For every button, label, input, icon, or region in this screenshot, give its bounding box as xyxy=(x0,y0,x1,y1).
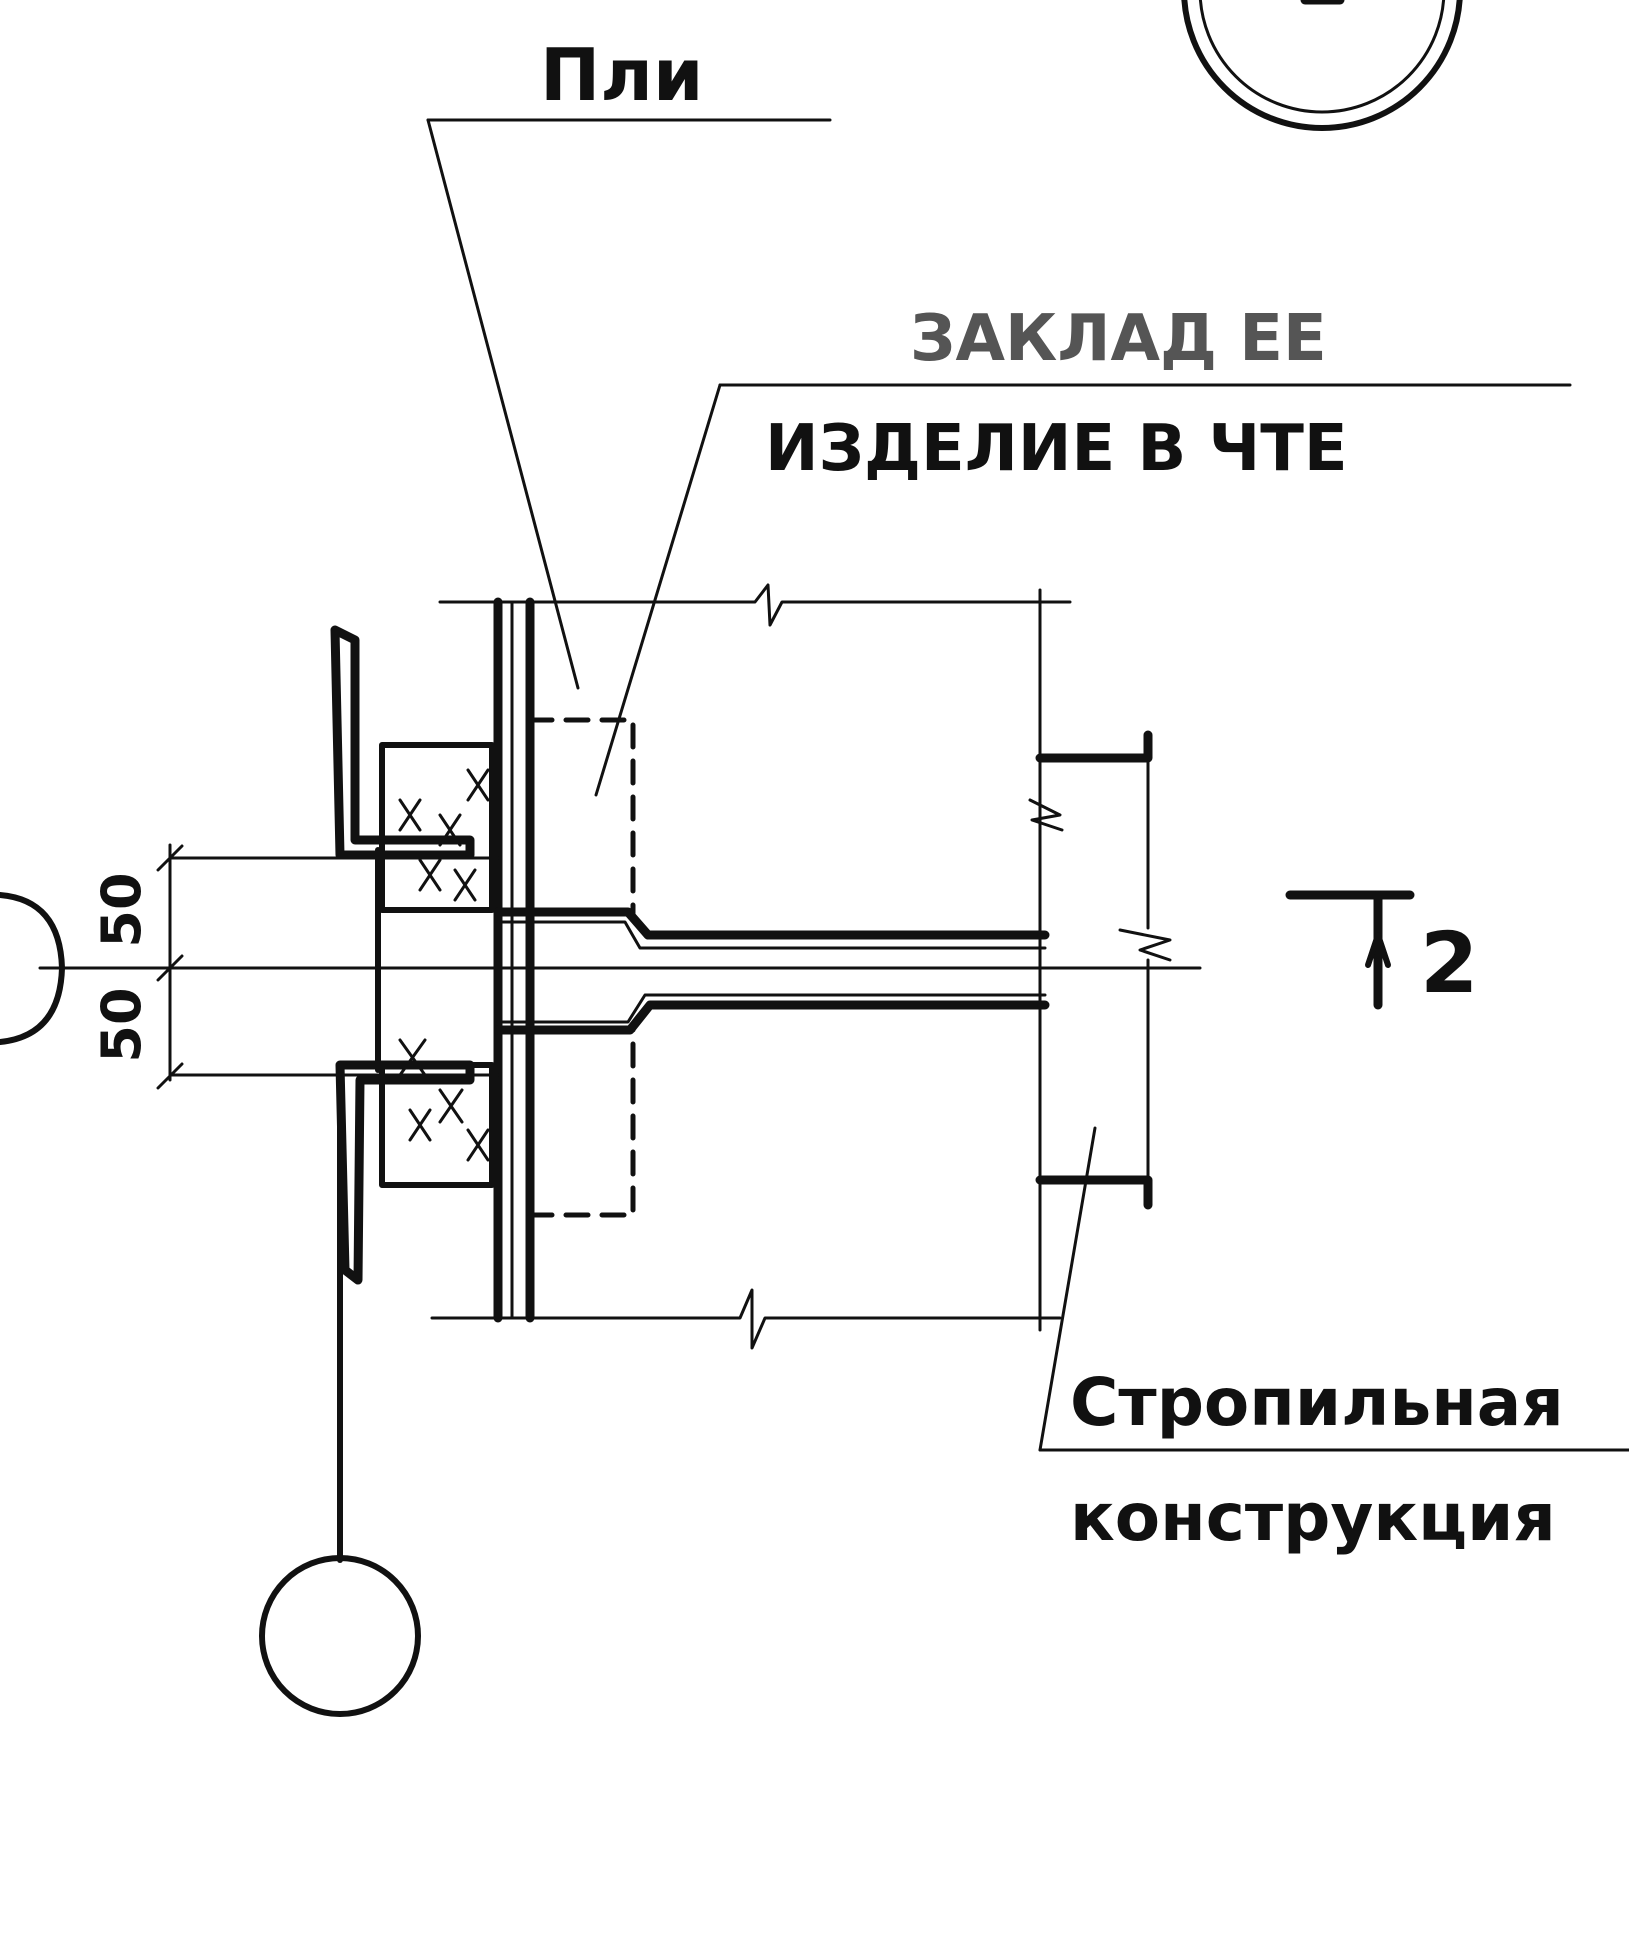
rafter-profile xyxy=(1028,730,1172,1210)
embedded-part-line1: ЗАКЛАД ЕЕ xyxy=(910,302,1327,376)
section-number: 2 xyxy=(1420,914,1478,1012)
sealant-lower xyxy=(379,1038,495,1188)
rafter-leader xyxy=(1038,1126,1097,1452)
rafter-line1: Стропильная xyxy=(1070,1364,1564,1441)
dimension-upper: 50 xyxy=(90,872,153,947)
break-line-top xyxy=(438,583,1072,627)
callout-plate: Пли xyxy=(426,33,832,690)
callout-embedded-part: ЗАКЛАД ЕЕ ИЗДЕЛИЕ В ЧТЕ xyxy=(594,302,1572,797)
flashing-profile xyxy=(330,625,475,1563)
dimension-lower: 50 xyxy=(90,987,153,1062)
sealant-upper xyxy=(379,742,495,913)
section-mark: 2 xyxy=(1285,890,1478,1012)
wall-panel xyxy=(493,588,1042,1332)
rafter-line2: конструкция xyxy=(1070,1479,1556,1556)
embedded-part-outline xyxy=(527,717,636,1218)
detail-circle-top xyxy=(1181,0,1463,131)
callout-rafter: Стропильная конструкция xyxy=(1038,1126,1629,1556)
marker-circle-bottom xyxy=(259,1555,421,1717)
callout-plate-text: Пли xyxy=(540,33,703,117)
callout-plate-leader xyxy=(426,118,580,690)
dimension-chain: 50 50 xyxy=(90,843,500,1090)
embedded-part-leader xyxy=(594,383,722,797)
horizontal-member xyxy=(38,907,1202,1035)
embedded-part-line2: ИЗДЕЛИЕ В ЧТЕ xyxy=(765,412,1348,486)
break-line-bottom xyxy=(430,1288,1062,1350)
marker-circle-left xyxy=(0,892,65,1045)
